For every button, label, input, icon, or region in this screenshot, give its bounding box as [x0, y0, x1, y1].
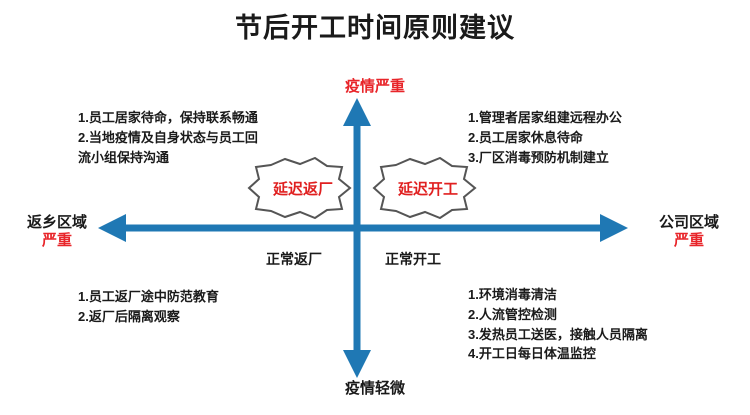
- quadrant-line: 3.发热员工送医，接触人员隔离: [468, 326, 648, 342]
- quadrant-bottom-right-text: 1.环境消毒清洁 2.人流管控检测 3.发热员工送医，接触人员隔离 4.开工日每…: [468, 285, 648, 364]
- inner-label-normal-return: 正常返厂: [266, 251, 322, 267]
- quadrant-line: 2.当地疫情及自身状态与员工回: [78, 129, 258, 145]
- quadrant-line: 2.返厂后隔离观察: [78, 308, 180, 324]
- down-arrowhead: [343, 350, 371, 378]
- badge-label: 延迟开工: [397, 180, 458, 198]
- quadrant-line: 2.人流管控检测: [468, 306, 557, 322]
- starburst-shape: [247, 157, 352, 219]
- quadrant-line: 3.厂区消毒预防机制建立: [468, 149, 609, 165]
- quadrant-line: 1.管理者居家组建远程办公: [468, 110, 622, 125]
- axis-label-right: 公司区域 严重: [648, 214, 730, 249]
- inner-label-normal-start: 正常开工: [385, 251, 441, 267]
- axis-label-right-main: 公司区域: [658, 214, 719, 231]
- badge-delay-start: 延迟开工: [372, 157, 484, 219]
- axis-label-left-main: 返乡区域: [26, 214, 87, 231]
- axis-label-left: 返乡区域 严重: [16, 214, 98, 249]
- axis-label-left-sub: 严重: [41, 231, 72, 249]
- page-title: 节后开工时间原则建议: [235, 13, 515, 43]
- badge-delay-return: 延迟返厂: [247, 157, 359, 219]
- quadrant-line: 1.员工居家待命，保持联系畅通: [78, 110, 258, 125]
- quadrant-top-left-text: 1.员工居家待命，保持联系畅通 2.当地疫情及自身状态与员工回 流小组保持沟通: [78, 108, 258, 167]
- quadrant-line: 4.开工日每日体温监控: [468, 346, 596, 362]
- up-arrowhead: [343, 98, 371, 126]
- quadrant-line: 1.员工返厂途中防范教育: [78, 289, 219, 304]
- badge-label: 延迟返厂: [272, 180, 333, 198]
- quadrant-bottom-left-text: 1.员工返厂途中防范教育 2.返厂后隔离观察: [78, 287, 219, 327]
- quadrant-top-right-text: 1.管理者居家组建远程办公 2.员工居家休息待命 3.厂区消毒预防机制建立: [468, 108, 622, 167]
- left-arrowhead: [98, 214, 126, 242]
- starburst-shape: [372, 157, 477, 219]
- axis-label-right-sub: 严重: [673, 231, 704, 249]
- axis-label-bottom: 疫情轻微: [344, 380, 405, 397]
- quadrant-line: 1.环境消毒清洁: [468, 287, 557, 302]
- quadrant-line: 流小组保持沟通: [78, 149, 170, 165]
- quadrant-line: 2.员工居家休息待命: [468, 129, 583, 145]
- right-arrowhead: [600, 214, 628, 242]
- axis-label-top: 疫情严重: [344, 78, 405, 95]
